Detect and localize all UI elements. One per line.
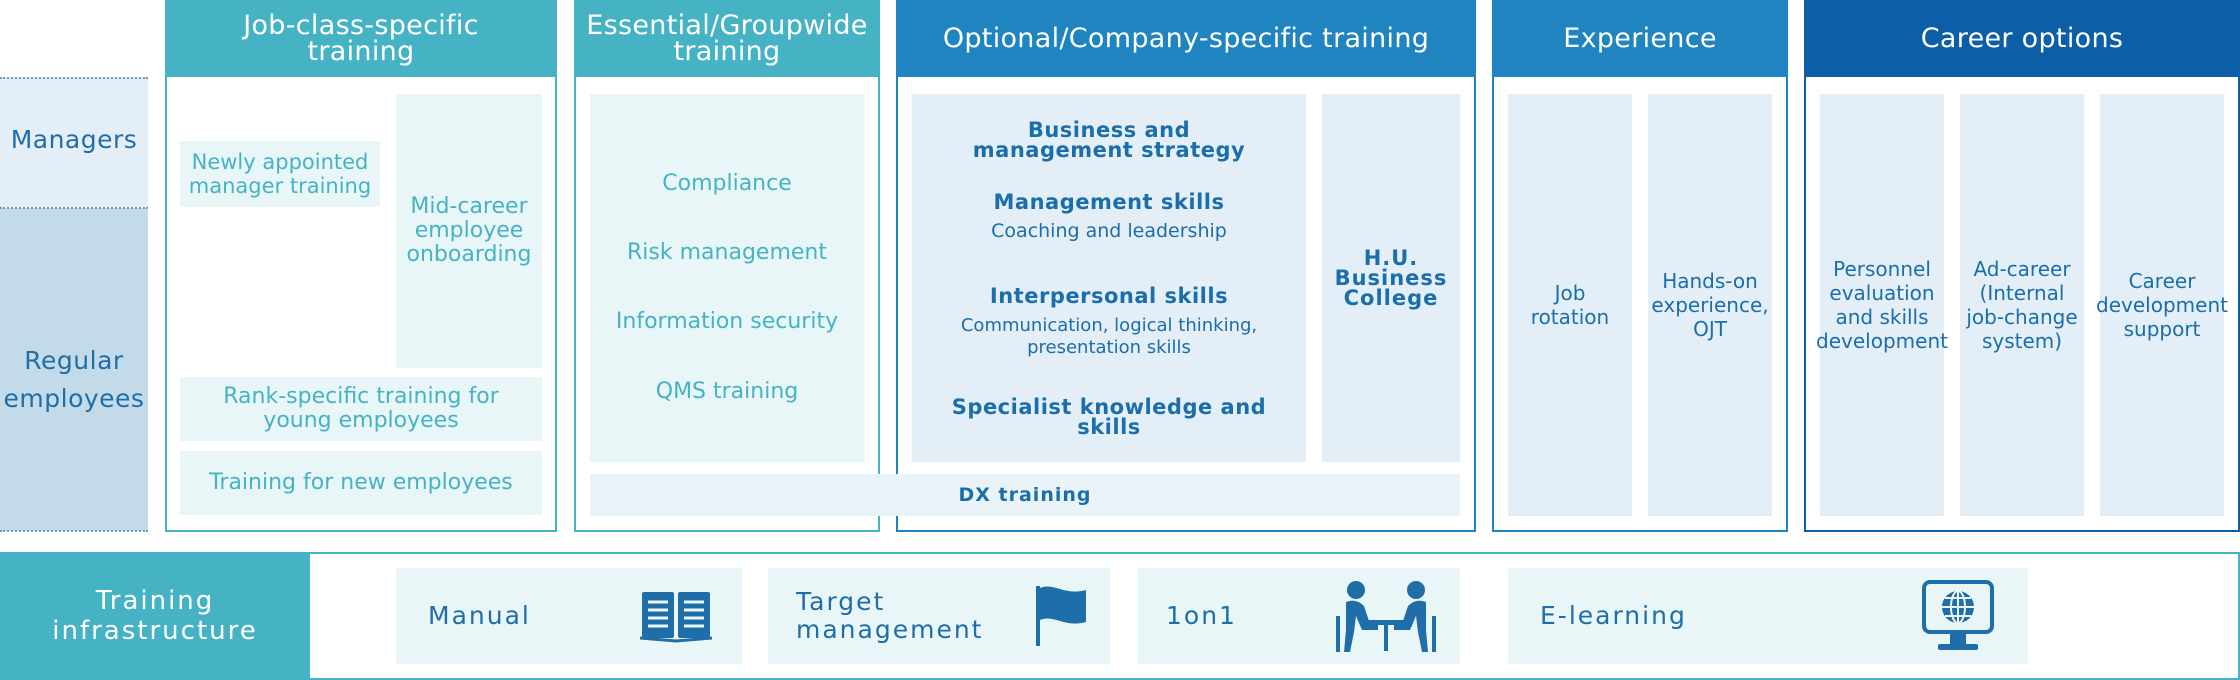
row-label-regular: Regular employees <box>3 346 145 413</box>
optional-skills-box <box>912 94 1306 462</box>
book-icon <box>639 592 713 643</box>
row-label-managers: Managers <box>10 125 138 154</box>
hands-on-cell: Hands-on experience, OJT <box>1648 94 1772 516</box>
personnel-evaluation-cell: Personnel evaluation and skills developm… <box>1816 94 1948 516</box>
ad-career-cell: Ad-career (Internal job-change system) <box>1960 94 2084 516</box>
e-learning-label: E-learning <box>1540 601 1687 630</box>
essential-header: Essential/Groupwide training <box>574 0 880 77</box>
1on1-label: 1on1 <box>1166 601 1237 630</box>
infra-item-elearning: E-learning <box>1508 568 2028 664</box>
dx-training-cell: DX training <box>590 474 1460 516</box>
coaching-text: Coaching and leadership <box>991 220 1227 242</box>
infrastructure-label: Training infrastructure <box>0 552 310 680</box>
essential-items-box <box>590 94 864 462</box>
management-skills-text: Management skills <box>993 190 1225 214</box>
essential-item-infosec: Information security <box>615 309 839 334</box>
target-management-label: Target management <box>796 587 984 644</box>
business-strategy-text: Business and management strategy <box>972 118 1246 162</box>
manual-label: Manual <box>428 601 531 630</box>
divider-mid <box>0 207 148 209</box>
job-rotation-cell: Job rotation <box>1508 94 1632 516</box>
meeting-icon <box>1336 581 1436 652</box>
career-development-cell: Career development support <box>2096 94 2228 516</box>
interpersonal-skills-text: Interpersonal skills <box>989 284 1229 308</box>
managers-band <box>0 77 148 207</box>
divider-top <box>0 77 148 79</box>
essential-item-qms: QMS training <box>655 379 799 404</box>
infra-item-target: Target management <box>768 568 1110 664</box>
mid-career-cell: Mid-career employee onboarding <box>396 94 542 368</box>
flag-icon <box>1036 586 1086 646</box>
specialist-knowledge-text: Specialist knowledge and skills <box>951 395 1267 439</box>
rank-specific-cell: Rank-specific training for young employe… <box>180 377 542 441</box>
new-employees-cell: Training for new employees <box>180 451 542 515</box>
infra-item-1on1: 1on1 <box>1138 568 1460 664</box>
experience-header: Experience <box>1492 0 1788 77</box>
hu-business-college-cell: H.U. Business College <box>1322 94 1460 462</box>
computer-globe-icon <box>1922 580 1994 650</box>
communication-text: Communication, logical thinking, present… <box>960 315 1258 358</box>
regular-band <box>0 208 148 531</box>
newly-appointed-cell: Newly appointed manager training <box>180 141 380 207</box>
career-header: Career options <box>1804 0 2240 77</box>
essential-item-risk: Risk management <box>627 240 827 265</box>
infra-item-manual: Manual <box>396 568 742 664</box>
essential-item-compliance: Compliance <box>662 171 792 196</box>
divider-bottom <box>0 530 148 532</box>
job-class-header: Job-class-specific training <box>165 0 557 77</box>
optional-header: Optional/Company-specific training <box>896 0 1476 77</box>
